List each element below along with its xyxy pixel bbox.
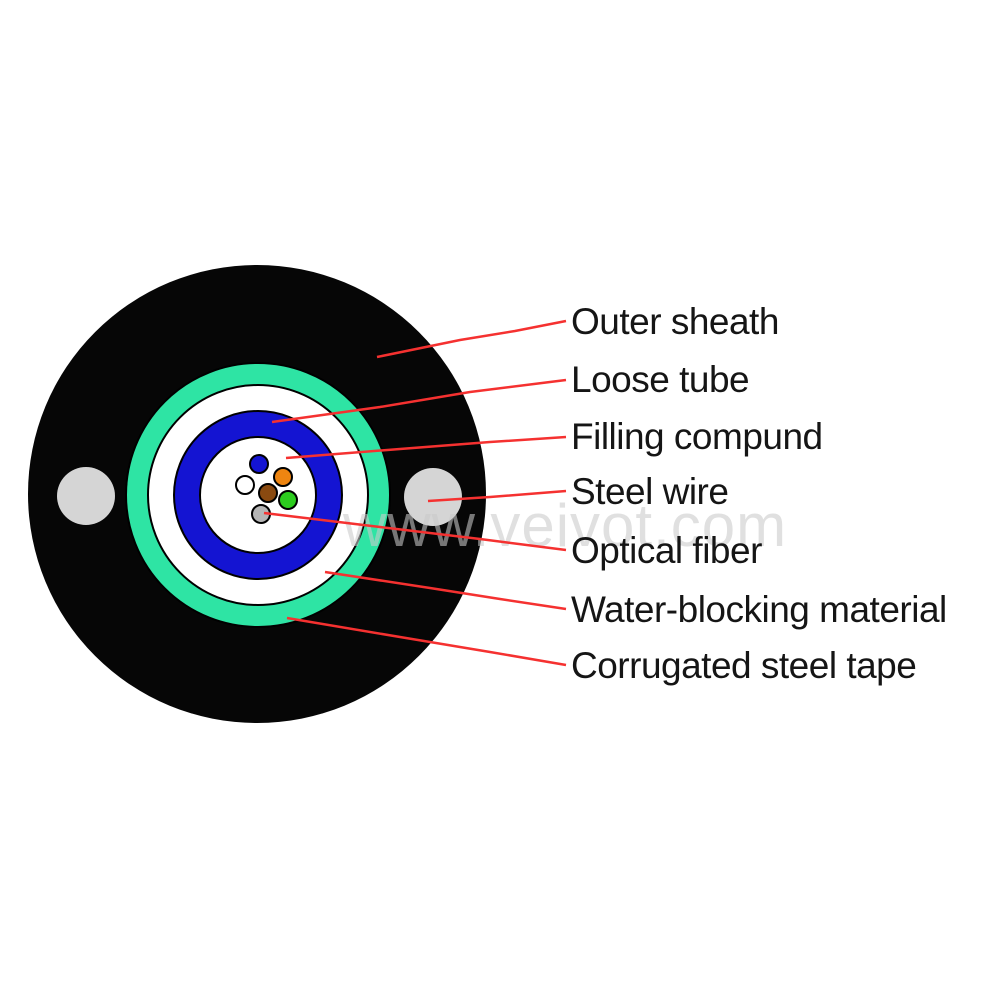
label-corrugated-steel-tape: Corrugated steel tape (571, 645, 917, 686)
label-optical-fiber: Optical fiber (571, 530, 762, 571)
leader-line-steel-wire (427, 489, 567, 503)
leader-line-loose-tube (271, 378, 567, 424)
optical-fiber-green (278, 490, 298, 510)
leader-line-water-blocking (324, 570, 567, 611)
label-filling-compound: Filling compund (571, 416, 823, 457)
leader-line-filling-compound (285, 435, 567, 460)
label-loose-tube: Loose tube (571, 359, 750, 400)
optical-fiber-brown (258, 483, 278, 503)
leader-line-outer-sheath (376, 319, 567, 359)
filling-compound-area (199, 436, 317, 554)
label-water-blocking-material: Water-blocking material (571, 589, 947, 630)
optical-fiber-orange (273, 467, 293, 487)
optical-fiber-white (235, 475, 255, 495)
label-outer-sheath: Outer sheath (571, 301, 779, 342)
steel-wire-left-circle (57, 467, 115, 525)
watermark-text: www.veivot.com (343, 492, 788, 559)
optical-fiber-blue (249, 454, 269, 474)
leader-line-optical-fiber (263, 511, 567, 552)
label-steel-wire: Steel wire (571, 471, 729, 512)
leader-line-corrugated-tape (286, 616, 567, 667)
steel-wire-right-circle (404, 468, 462, 526)
